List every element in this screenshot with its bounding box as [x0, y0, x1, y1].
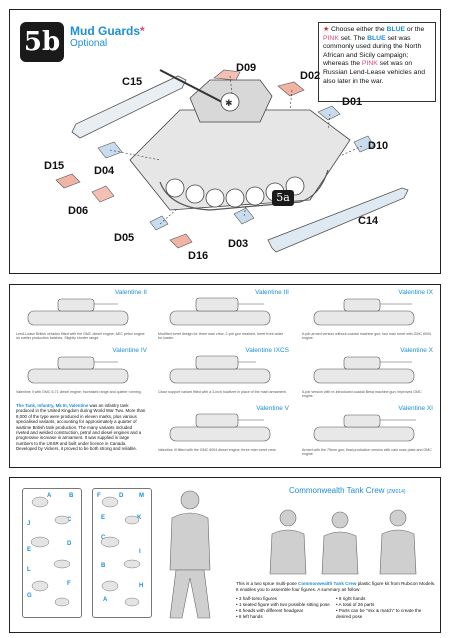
label-c14: C14 [358, 215, 379, 227]
label-d10: D10 [368, 140, 389, 152]
tank-silhouette-icon [27, 298, 129, 326]
svg-text:✱: ✱ [225, 98, 233, 108]
part-d01 [317, 105, 341, 121]
part-d02 [277, 81, 305, 97]
label-d01: D01 [342, 96, 363, 108]
star-icon: ★ [323, 26, 330, 33]
valentine-variants-panel: Valentine II Lend-Lease British vehicles… [9, 284, 441, 468]
sub-step-badge: 5a [272, 190, 294, 206]
variant-card: Valentine II Lend-Lease British vehicles… [16, 289, 147, 341]
variant-card: Valentine V Valentine III fitted with th… [158, 405, 289, 452]
variant-card: Valentine III Modified turret design for… [158, 289, 289, 341]
variant-card: Valentine IV Valentine II with GMC 6-71 … [16, 347, 147, 394]
label-d05: D05 [114, 232, 135, 244]
mud-guards-step-panel: 5b Mud Guards* Optional ★ Choose either … [9, 9, 441, 274]
color-choice-note: ★ Choose either the BLUE or the PINK set… [318, 22, 436, 102]
list-item: A total of 26 parts [336, 602, 431, 608]
part-d05 [149, 215, 169, 231]
variant-card: Valentine IX 6-pdr armed version without… [302, 289, 433, 341]
list-item: 6 heads with different headgear [236, 608, 331, 614]
sprue-parts-art [30, 490, 417, 619]
variant-card: Valentine IXCS Close support variant fit… [158, 347, 289, 394]
step-subtitle: Optional [70, 38, 108, 49]
list-item: Parts can be "mix & match" to create the… [336, 608, 431, 620]
label-d06: D06 [68, 205, 89, 217]
tank-silhouette-icon [169, 355, 271, 384]
step-title: Mud Guards* [70, 24, 145, 38]
mudguard-c14 [267, 187, 409, 253]
tank-silhouette-icon [313, 356, 415, 384]
crew-figures [169, 490, 417, 619]
tank-silhouette-icon [313, 414, 416, 442]
label-c15: C15 [122, 76, 143, 88]
list-item: 8 left hands [236, 614, 331, 620]
label-d15: D15 [44, 160, 65, 172]
part-d15 [55, 173, 81, 189]
tank-silhouette-icon [313, 298, 415, 326]
step-badge: 5b [20, 22, 64, 62]
label-d09: D09 [236, 62, 257, 74]
label-d04: D04 [94, 165, 115, 177]
crew-title: Commonwealth Tank Crew (ZM014) [289, 486, 406, 495]
track [159, 169, 329, 211]
tank-silhouette-icon [27, 356, 129, 384]
list-item: 8 right hands [336, 596, 431, 602]
tank-silhouette-icon [169, 297, 271, 326]
part-d10 [353, 135, 375, 153]
label-d16: D16 [188, 250, 209, 262]
variant-card: Valentine X 6-pdr version with re-introd… [302, 347, 433, 399]
crew-figures-panel: A B C J D E L F G F D M E K C I B H A [9, 477, 441, 633]
sprue-frame-middle: F D M E K C I B H A [92, 488, 152, 618]
part-d06 [91, 185, 115, 203]
label-d03: D03 [228, 238, 249, 250]
tank-silhouette-icon [169, 413, 271, 442]
part-d09 [213, 69, 241, 81]
assembly-diagram: ✱ [55, 69, 409, 253]
variant-card: Valentine XI Armed with the 75mm gun; fi… [302, 405, 433, 457]
list-item: 3 half-torso figures [236, 596, 331, 602]
guide-lines [109, 75, 363, 225]
mudguard-c15 [71, 75, 187, 139]
list-item: 1 seated figure with two possible sittin… [236, 602, 331, 608]
label-d02: D02 [300, 70, 321, 82]
crew-intro-text: This is a two sprue multi-pose Commonwea… [236, 581, 436, 592]
part-d16 [169, 233, 193, 249]
history-text: The Tank, Infantry, Mk III, Valentine wa… [16, 403, 146, 452]
